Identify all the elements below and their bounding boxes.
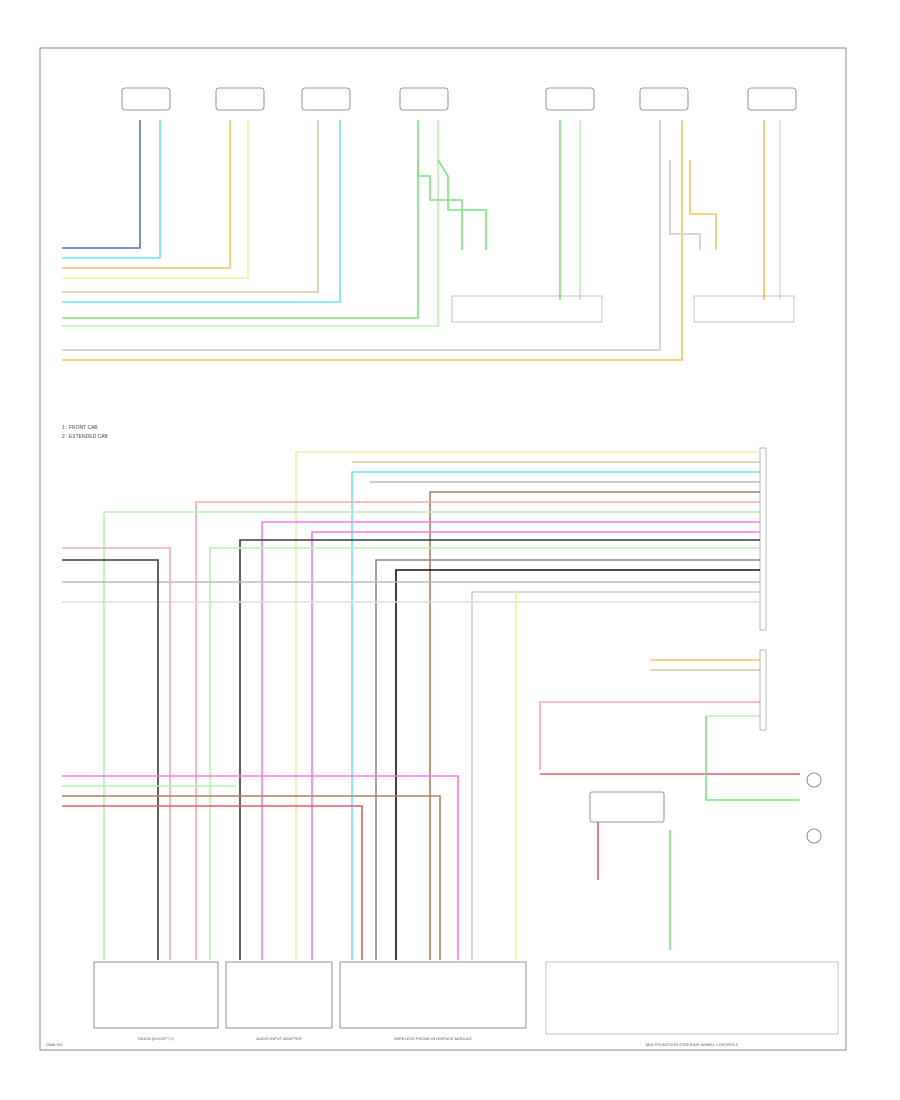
right-lower-components xyxy=(545,649,839,1035)
wire-cyan-2 xyxy=(62,120,341,303)
bottom-component-boxes xyxy=(93,961,527,1029)
upper-blocks xyxy=(451,295,795,323)
wire-l-dark2 xyxy=(62,559,159,960)
speaker-box-4 xyxy=(399,87,449,111)
wire-l-green xyxy=(103,511,760,960)
wire-blue xyxy=(62,120,141,249)
wire-l-magenta xyxy=(261,521,760,960)
lower-wiring xyxy=(62,451,760,960)
audio-adapter-box xyxy=(225,961,333,1029)
speaker-box-6 xyxy=(639,87,689,111)
speaker-components xyxy=(121,87,797,111)
speaker-box-5 xyxy=(545,87,595,111)
right-connector-stack xyxy=(759,447,767,631)
wire-l-pink xyxy=(195,501,760,960)
wire-green-2 xyxy=(62,120,439,327)
phone-module-box xyxy=(339,961,527,1029)
steering-control-block xyxy=(545,961,839,1035)
wire-l-cyan xyxy=(351,471,760,960)
wire-green-4 xyxy=(437,159,487,250)
wire-orange-3 xyxy=(689,160,717,250)
wire-r-pink xyxy=(539,701,760,770)
wire-l-red xyxy=(62,805,363,960)
legend: 1 : FRONT CAB 2 : EXTENDED CAB xyxy=(62,425,109,440)
speaker-box-7 xyxy=(747,87,797,111)
upper-wiring xyxy=(62,120,781,361)
label-radio: RADIO (EXCEPT 2) xyxy=(138,1036,174,1041)
wire-cyan-1 xyxy=(62,120,161,259)
label-phone-module: WIRELESS PHONE INTERFACE MODULE xyxy=(394,1036,472,1041)
wire-l-brown2 xyxy=(62,795,441,960)
diagram-frame xyxy=(39,47,847,1051)
ground-symbol-2 xyxy=(806,828,822,844)
right-lower-wiring xyxy=(539,659,800,950)
ground-block-2 xyxy=(693,295,795,323)
wire-green-3 xyxy=(417,160,463,250)
wire-l-magenta3 xyxy=(62,775,459,960)
wire-gray-1 xyxy=(62,120,661,351)
wire-l-gray2 xyxy=(375,559,760,960)
speaker-box-3 xyxy=(301,87,351,111)
speaker-box-2 xyxy=(215,87,265,111)
wire-l-black xyxy=(395,569,760,960)
wire-gray-2 xyxy=(669,160,701,250)
wire-l-magenta2 xyxy=(311,531,760,960)
wire-l-brown xyxy=(429,491,760,960)
wire-l-gray4 xyxy=(471,591,760,960)
radio-box xyxy=(93,961,219,1029)
bottom-labels: RADIO (EXCEPT 2) AUDIO INPUT ADAPTER WIR… xyxy=(46,1036,739,1047)
wire-tan xyxy=(62,120,319,293)
speaker-box-1 xyxy=(121,87,171,111)
wire-r-green2 xyxy=(705,716,800,801)
ground-symbol-1 xyxy=(806,772,822,788)
wire-l-dark xyxy=(239,539,760,960)
label-steering-controls: MULTIFUNCTION STEERING WHEEL CONTROLS xyxy=(646,1042,739,1047)
label-audio-adapter: AUDIO INPUT ADAPTER xyxy=(256,1036,302,1041)
wire-l-yellow xyxy=(295,451,760,960)
relay-block xyxy=(589,791,665,823)
wire-green-1 xyxy=(62,120,419,319)
wire-l-lgreen xyxy=(209,547,760,960)
wire-yellow-1 xyxy=(62,120,249,279)
page-id: GMB-001 xyxy=(46,1042,64,1047)
ground-block-1 xyxy=(451,295,603,323)
wire-l-pink2 xyxy=(62,547,171,960)
wire-orange xyxy=(62,120,231,269)
legend-item-2: 2 : EXTENDED CAB xyxy=(62,434,109,440)
connector-right-main xyxy=(759,447,767,631)
connector-right-upper xyxy=(759,649,767,731)
legend-item-1: 1 : FRONT CAB xyxy=(62,425,98,431)
wire-orange-2 xyxy=(62,120,683,361)
